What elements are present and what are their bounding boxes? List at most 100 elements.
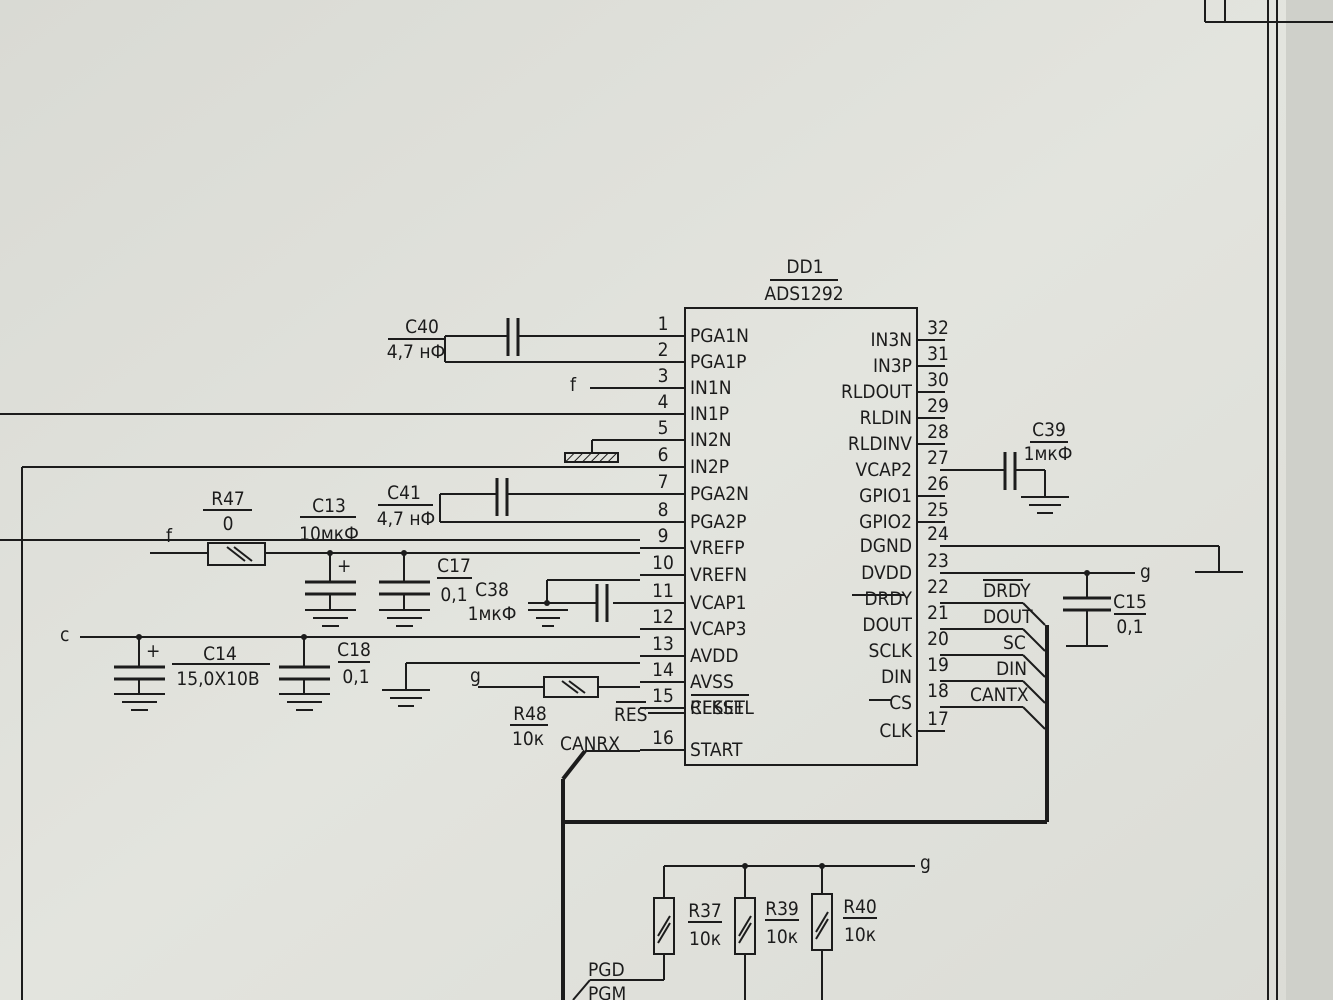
bus-labels: DRDY DOUT SC DIN CANTX [940,580,1046,730]
net-g-label-bottom: g [920,852,931,874]
net-dvdd: g C15 0,1 [940,561,1151,647]
bus-label-din: DIN [996,658,1027,680]
net-pgm-label: PGM [588,983,626,1000]
pin-name: CLK [879,720,912,742]
bus-label-sc: SC [1003,632,1026,654]
pin-name: RLDINV [848,433,912,455]
c17-value: 0,1 [440,584,467,606]
pin-number: 16 [652,727,674,749]
pin-number: 25 [927,499,949,521]
pin-name: DGND [860,535,912,557]
c18-ref: C18 [337,639,371,661]
pin-name: START [690,739,743,761]
pin-number: 31 [927,343,949,365]
pin-name: SCLK [868,640,912,662]
c38-value: 1мкФ [468,603,517,625]
c13-value: 10мкФ [299,523,359,545]
bus-label-cantx: CANTX [970,684,1029,706]
capacitor-c39: C39 1мкФ [940,419,1073,514]
pin-name: DIN [881,666,912,688]
pin-number: 4 [658,391,669,413]
c40-value: 4,7 нФ [387,341,446,363]
r48-ref: R48 [513,703,547,725]
net-f-pin3: f [570,374,640,396]
chip-ref: DD1 [786,256,823,278]
pin-number: 13 [652,633,674,655]
pin-number: 3 [658,365,669,387]
ground-dgnd [940,545,1243,573]
pin-number: 24 [927,523,949,545]
svg-text:+: + [146,640,160,662]
pin-number: 27 [927,447,949,469]
c18-value: 0,1 [342,666,369,688]
r40-value: 10к [844,924,876,946]
pin-number: 23 [927,550,949,572]
pin-number: 32 [927,317,949,339]
pin-number: 21 [927,602,949,624]
c39-value: 1мкФ [1024,443,1073,465]
svg-text:+: + [337,555,351,577]
resistor-array: g R37 10к R39 10к R40 10к PGD PGM [572,852,931,1000]
bus-label-drdy: DRDY [983,580,1031,602]
c41-ref: C41 [387,482,421,504]
pin-name: PGA1P [690,351,746,373]
net-c-label: c [60,624,69,646]
left-pin-reset: RESET [690,697,745,719]
pin-name: GPIO1 [859,485,912,507]
pin-number: 15 [652,685,674,707]
chip-dd1: DD1 ADS1292 [684,256,918,766]
pin-name: IN1N [690,377,731,399]
pin-number: 19 [927,654,949,676]
capacitor-c38: C38 1мкФ [468,579,640,627]
pin-name: RLDIN [860,407,912,429]
pin-name: RESET [690,697,745,719]
net-pgd-label: PGD [588,959,625,981]
pin-number: 26 [927,473,949,495]
pin-number: 11 [652,580,674,602]
sheet-frame [1204,0,1333,1000]
ground-pin14 [382,662,640,707]
pin-name: IN2P [690,456,729,478]
r37-value: 10к [689,928,721,950]
net-vrefp: f R47 0 + C13 10мкФ C17 0,1 [0,488,640,627]
pin-name: VCAP3 [690,618,747,640]
c13-ref: C13 [312,495,346,517]
net-f-label-r47: f [166,525,173,547]
c14-value: 15,0X10В [176,668,259,690]
pin-number: 18 [927,680,949,702]
pin-number: 29 [927,395,949,417]
r40-ref: R40 [843,896,877,918]
r37-ref: R37 [688,900,722,922]
pin-name: CLKSEL [690,697,754,719]
right-pin-group: 32IN3N31IN3P30RLDOUT29RLDIN28RLDINV27VCA… [841,317,949,742]
resistor-r48: g R48 10к [470,665,640,750]
c39-ref: C39 [1032,419,1066,441]
pin-name: DRDY [864,588,912,610]
capacitor-c40: C40 4,7 нФ [387,316,640,363]
pin-number: 14 [652,659,674,681]
pin-name: IN3P [873,355,912,377]
r47-ref: R47 [211,488,245,510]
pin-number: 28 [927,421,949,443]
c14-ref: C14 [203,643,237,665]
net-g-label-dvdd: g [1140,561,1151,583]
pin-name: VCAP2 [856,459,913,481]
pin-number: 12 [652,606,674,628]
net-avdd: c + C14 15,0X10В C18 0,1 [60,624,640,711]
pin-number: 2 [658,339,669,361]
chip-body [684,307,918,766]
